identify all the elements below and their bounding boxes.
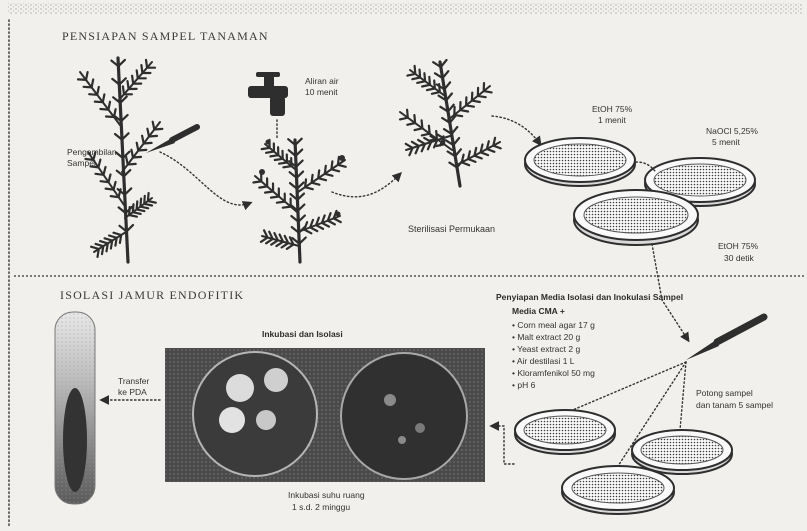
media-item: • Corn meal agar 17 g xyxy=(512,320,595,330)
sterilization-label: Sterilisasi Permukaan xyxy=(408,224,495,234)
etoh-first-label-line2: 1 menit xyxy=(598,115,627,125)
plant-washed-illustration xyxy=(253,139,345,262)
media-preparation-title: Penyiapan Media Isolasi dan Inokulasi Sa… xyxy=(496,292,683,302)
media-item: • pH 6 xyxy=(512,380,536,390)
plant-leaves xyxy=(304,211,341,233)
section-title-preparation: PENSIAPAN SAMPEL TANAMAN xyxy=(62,29,269,43)
scan-noise-header xyxy=(8,3,803,14)
water-tap-icon xyxy=(248,72,288,138)
plant-sterilized-illustration xyxy=(400,60,501,186)
cut-label-line1: Potong sampel xyxy=(696,388,753,398)
connector-to-dish-b xyxy=(680,362,686,430)
etoh-second-label-line1: EtOH 75% xyxy=(718,241,759,251)
petri-dish-etoh-1 xyxy=(525,138,635,186)
media-item: • Air destilasi 1 L xyxy=(512,356,575,366)
etoh-first-label-line1: EtOH 75% xyxy=(592,104,633,114)
incubation-photo xyxy=(165,348,485,482)
petri-dish-inoculated-c xyxy=(562,466,674,514)
transfer-label-line2: ke PDA xyxy=(118,387,147,397)
etoh-second-label-line2: 30 detik xyxy=(724,253,755,263)
media-item: • Kloramfenikol 50 mg xyxy=(512,368,595,378)
naocl-label-line1: NaOCl 5,25% xyxy=(706,126,758,136)
section-title-isolation: ISOLASI JAMUR ENDOFITIK xyxy=(60,288,244,302)
media-item: • Malt extract 20 g xyxy=(512,332,580,342)
sampling-label-line2: Sampel xyxy=(67,158,96,168)
incubation-label-line2: 1 s.d. 2 minggu xyxy=(292,502,350,512)
arrow-plant-to-dish xyxy=(492,116,540,144)
transfer-label-line1: Transfer xyxy=(118,376,150,386)
cut-label-line2: dan tanam 5 sampel xyxy=(696,400,773,410)
plant-leaves xyxy=(462,138,501,165)
pda-test-tube xyxy=(55,312,95,504)
media-name: Media CMA + xyxy=(512,306,565,316)
plant-leaves xyxy=(261,230,294,249)
arrow-washing-to-sterilization xyxy=(332,174,400,197)
petri-dish-inoculated-a xyxy=(515,410,615,454)
incubation-isolation-label: Inkubasi dan Isolasi xyxy=(262,329,343,339)
water-label-line1: Aliran air xyxy=(305,76,339,86)
incubation-label-line1: Inkubasi suhu ruang xyxy=(288,490,365,500)
naocl-label-line2: 5 menit xyxy=(712,137,741,147)
water-label-line2: 10 menit xyxy=(305,87,338,97)
petri-dish-inoculated-b xyxy=(632,430,732,474)
arrow-sampling-to-washing xyxy=(160,152,250,205)
sampling-label-line1: Pengambilan xyxy=(67,147,117,157)
media-item: • Yeast extract 2 g xyxy=(512,344,580,354)
plant-leaves xyxy=(305,157,346,189)
scalpel-icon xyxy=(686,317,764,360)
petri-dish-etoh-2 xyxy=(574,190,698,245)
arrow-dishes-to-incubation xyxy=(492,426,514,464)
